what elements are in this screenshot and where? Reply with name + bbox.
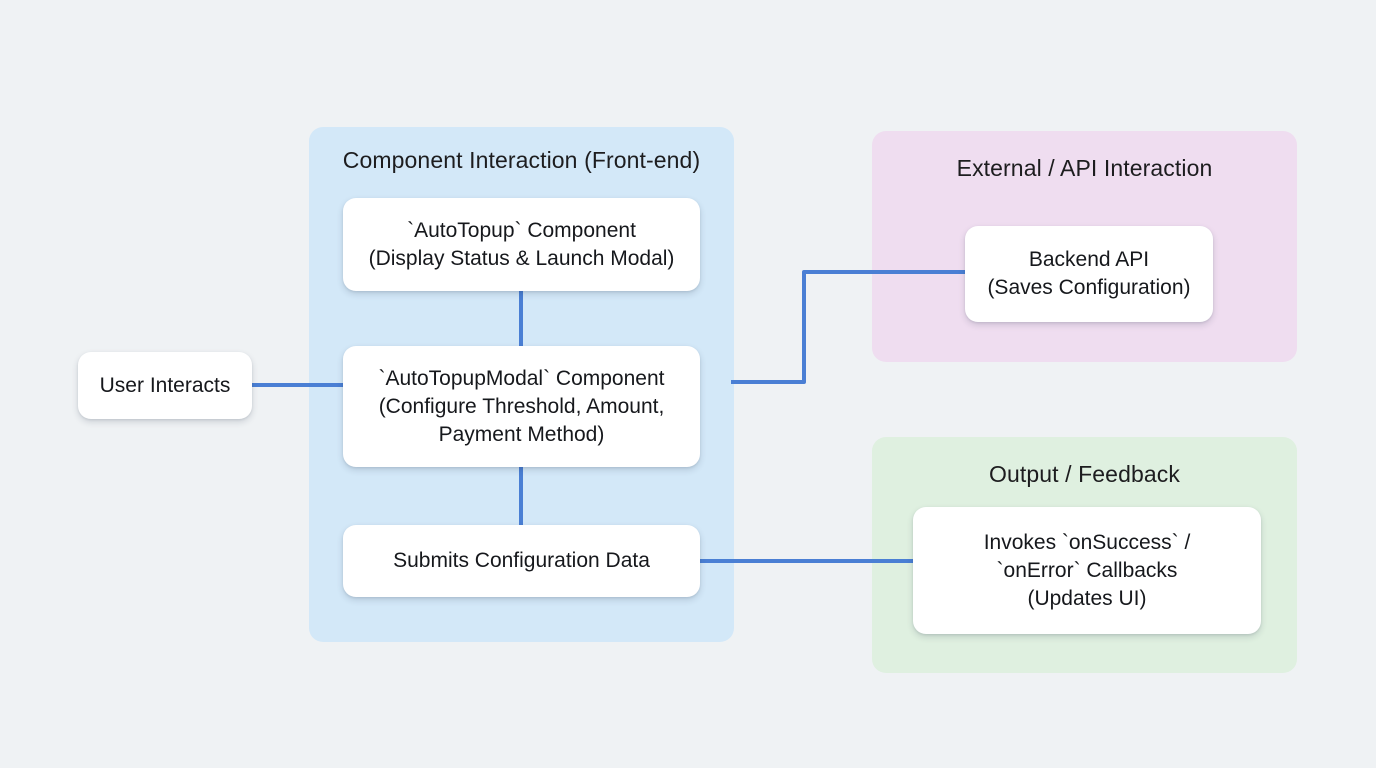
node-autotopup-modal-component-label: `AutoTopupModal` Component (Configure Th…: [378, 366, 665, 446]
node-submits-configuration-data-label: Submits Configuration Data: [393, 549, 650, 572]
node-user-interacts[interactable]: User Interacts: [78, 352, 252, 419]
node-backend-api-label: Backend API (Saves Configuration): [987, 248, 1191, 299]
node-user-interacts-label: User Interacts: [99, 373, 231, 397]
node-invokes-callbacks[interactable]: Invokes `onSuccess` / `onError` Callback…: [913, 507, 1261, 634]
group-title-external-api: External / API Interaction: [956, 155, 1213, 181]
node-autotopup-component[interactable]: `AutoTopup` Component (Display Status & …: [343, 198, 700, 291]
node-backend-api[interactable]: Backend API (Saves Configuration): [965, 226, 1213, 322]
group-title-component-interaction: Component Interaction (Front-end): [342, 147, 701, 173]
node-autotopup-modal-component[interactable]: `AutoTopupModal` Component (Configure Th…: [343, 346, 700, 467]
node-invokes-callbacks-label: Invokes `onSuccess` / `onError` Callback…: [983, 530, 1191, 610]
node-autotopup-component-label: `AutoTopup` Component (Display Status & …: [368, 218, 675, 270]
node-submits-configuration-data[interactable]: Submits Configuration Data: [343, 525, 700, 597]
group-title-output-feedback: Output / Feedback: [989, 461, 1180, 487]
